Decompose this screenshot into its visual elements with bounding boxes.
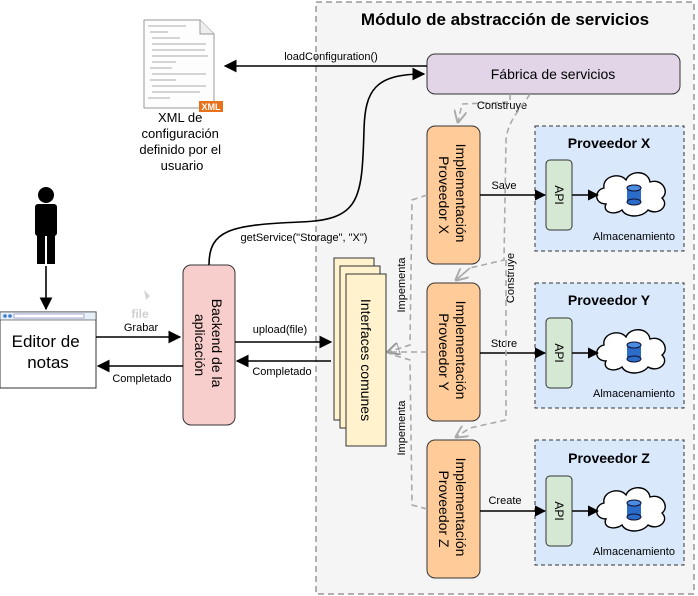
implementa-label-2: Impementa (396, 400, 408, 456)
svg-text:API: API (552, 501, 566, 520)
storage-label-y: Almacenamiento (593, 388, 675, 400)
implementation-y-box: Implementación Proveedor Y (426, 282, 481, 422)
storage-label-z: Almacenamiento (593, 546, 675, 558)
cloud-storage-icon-x (596, 172, 666, 217)
svg-text:Implementación Proveedor: Implementación Proveedor Z (436, 458, 469, 561)
store-label: Store (491, 338, 517, 350)
implementa-arrow-z (389, 353, 428, 510)
api-box-x: API (545, 159, 573, 231)
factory-box: Fábrica de servicios (426, 53, 681, 95)
create-label: Create (488, 495, 521, 507)
cloud-storage-icon-z (596, 487, 666, 532)
svg-text:Editor de notas: Editor de notas (12, 332, 85, 372)
svg-text:API: API (552, 185, 566, 204)
completado-backend-label: Completado (252, 366, 311, 378)
save-label: Save (491, 180, 516, 192)
interfaces-label: Interfaces comunes (358, 299, 374, 421)
implementation-x-box: Implementación Proveedor X (426, 125, 481, 265)
xml-badge: XML (202, 102, 222, 112)
implementa-label-1: Impementa (396, 257, 408, 313)
cloud-storage-icon-y (596, 329, 666, 374)
svg-text:Implementación Proveedor: Implementación Proveedor Y (436, 301, 469, 404)
upload-label: upload(file) (253, 324, 307, 336)
construye-side-label: Construye (505, 253, 517, 303)
svg-text:API: API (552, 343, 566, 362)
implementa-arrow-x (388, 194, 428, 352)
user-icon (35, 187, 57, 264)
provider-y-title: Proveedor Y (568, 292, 651, 308)
api-box-z: API (545, 475, 573, 547)
construye-arrow-yz (456, 93, 531, 437)
svg-text:file: file (131, 307, 149, 321)
factory-label: Fábrica de servicios (491, 66, 616, 82)
api-box-y: API (545, 317, 573, 389)
svg-text:Implementación Proveedor: Implementación Proveedor X (436, 144, 469, 247)
get-service-arrow (208, 67, 426, 266)
module-title: Módulo de abstracción de servicios (361, 10, 649, 29)
completado-editor-label: Completado (112, 373, 171, 385)
implementation-z-box: Implementación Proveedor Z (426, 439, 481, 579)
grabar-label: Grabar (124, 322, 159, 334)
file-icon: file (131, 290, 150, 321)
backend-box: Backend de la aplicación (182, 264, 236, 426)
storage-label-x: Almacenamiento (593, 231, 675, 243)
provider-x-title: Proveedor X (568, 135, 651, 151)
construye-arrow-x (458, 94, 511, 122)
xml-caption: XML de configuración definido por el usu… (139, 110, 224, 173)
construye-top-label: Construye (477, 100, 527, 112)
load-configuration-label: loadConfiguration() (284, 51, 378, 63)
svg-text:Backend de la aplicación: Backend de la aplicación (192, 299, 225, 392)
interfaces-stack: Interfaces comunes (333, 257, 387, 447)
provider-z-title: Proveedor Z (568, 450, 650, 466)
editor-window: Editor de notas (0, 311, 97, 389)
xml-file-icon: XML (143, 19, 223, 112)
get-service-label: getService("Storage", "X") (241, 232, 368, 244)
